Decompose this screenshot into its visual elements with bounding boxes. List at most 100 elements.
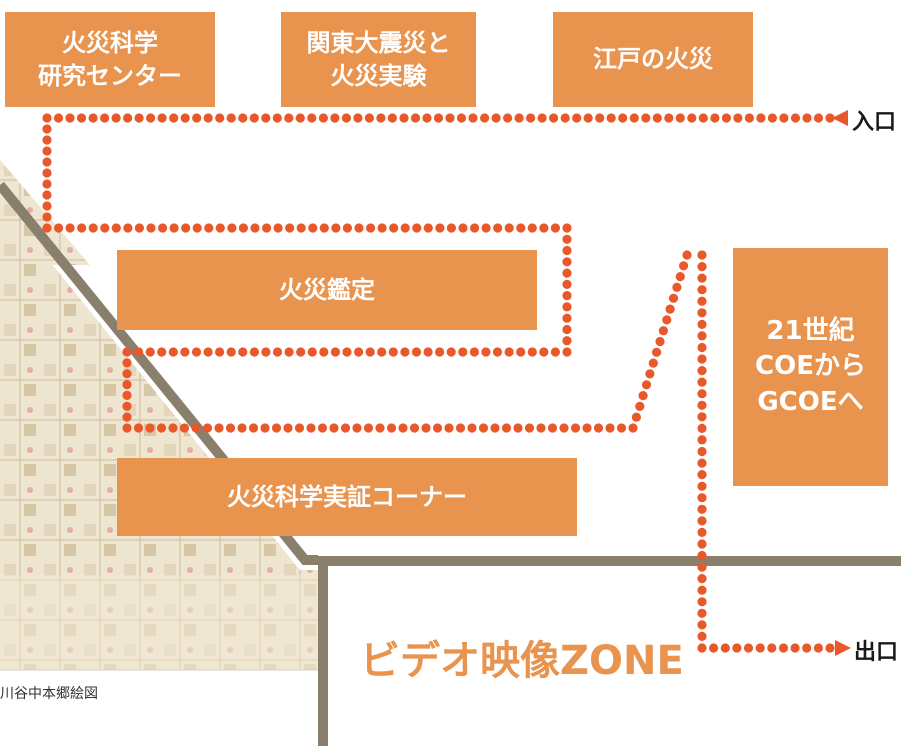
route-dot	[562, 291, 572, 301]
route-dot	[307, 113, 317, 123]
route-dot	[641, 380, 652, 390]
route-dot	[514, 113, 524, 123]
route-dot	[813, 113, 824, 123]
route-dot	[562, 223, 572, 233]
route-dot	[697, 354, 707, 364]
route-dot	[386, 423, 397, 433]
route-dot	[445, 113, 455, 123]
route-dot	[284, 347, 294, 357]
route-dot	[421, 423, 431, 433]
route-dot	[363, 423, 374, 433]
route-dot	[410, 113, 421, 123]
route-dot	[480, 113, 490, 123]
route-dot	[583, 113, 593, 123]
route-dot	[387, 113, 397, 123]
route-dot	[550, 347, 561, 357]
route-dot	[238, 223, 248, 233]
zone-fire-science-demonstration: 火災科学実証コーナー	[117, 458, 577, 536]
route-dot	[743, 643, 754, 653]
entrance-label: 入口	[852, 110, 897, 135]
route-dot	[134, 223, 144, 233]
route-dot	[631, 412, 642, 422]
route-dot	[697, 470, 707, 480]
route-dot	[595, 113, 605, 123]
route-dot	[562, 313, 572, 323]
route-dot	[123, 113, 133, 123]
route-dot	[400, 223, 410, 233]
route-dot	[342, 347, 352, 357]
route-dot	[562, 245, 572, 256]
route-dot	[179, 423, 190, 433]
route-dot	[813, 643, 824, 653]
route-dot	[400, 347, 410, 357]
video-zone-title: ビデオ映像ZONE	[360, 638, 684, 684]
route-dot	[134, 113, 144, 123]
route-dot	[491, 113, 501, 123]
route-dot	[340, 423, 351, 433]
route-dot	[493, 223, 503, 233]
route-dot	[271, 423, 282, 433]
route-dot	[709, 643, 719, 653]
route-dot	[467, 423, 477, 433]
route-dot	[88, 223, 98, 233]
route-dot	[628, 423, 638, 433]
route-dot	[697, 262, 707, 272]
route-dot	[668, 293, 679, 303]
route-dot	[409, 423, 420, 433]
route-dot	[455, 423, 466, 433]
route-dot	[388, 347, 398, 357]
route-dot	[645, 369, 655, 379]
route-dot	[215, 113, 225, 123]
route-dot	[638, 391, 648, 401]
route-dot	[767, 113, 778, 123]
route-dot	[790, 113, 801, 123]
route-dot	[319, 223, 329, 233]
route-dot	[516, 347, 526, 357]
route-dot	[202, 423, 213, 433]
route-dot	[42, 179, 52, 189]
route-dot	[181, 223, 191, 233]
route-dot	[470, 223, 480, 233]
route-dot	[616, 423, 627, 433]
route-dot	[572, 113, 582, 123]
route-dot	[354, 223, 364, 233]
route-dot	[42, 157, 52, 167]
route-dot	[662, 315, 672, 325]
route-dot	[377, 223, 387, 233]
route-dot	[296, 223, 306, 233]
route-dot	[658, 326, 669, 336]
route-dot	[562, 268, 572, 278]
map-border	[0, 181, 318, 565]
route-dot	[504, 347, 514, 357]
route-dot	[296, 347, 306, 357]
route-dot	[412, 223, 422, 233]
route-dot	[122, 423, 132, 433]
route-dot	[169, 223, 179, 233]
route-dot	[366, 223, 376, 233]
route-dot	[122, 347, 132, 357]
route-dot	[353, 113, 363, 123]
route-dot	[682, 250, 692, 260]
route-dot	[180, 113, 190, 123]
route-dot	[697, 493, 707, 503]
route-dot	[539, 223, 549, 233]
route-dot	[262, 223, 272, 233]
route-dot	[122, 358, 132, 368]
route-dot	[697, 285, 707, 295]
route-dot	[111, 113, 121, 123]
route-dot	[652, 347, 662, 357]
route-dot	[697, 331, 707, 341]
route-dot	[169, 113, 179, 123]
zone-fire-science-research-center: 火災科学 研究センター	[5, 12, 215, 107]
route-dot	[593, 423, 604, 433]
route-dot	[422, 113, 432, 123]
route-dot	[755, 643, 765, 653]
route-dot	[295, 113, 305, 123]
route-dot	[697, 516, 707, 526]
route-dot	[145, 347, 155, 357]
route-dot	[42, 223, 52, 233]
map-caption: 川谷中本郷絵図	[0, 686, 98, 702]
route-dot	[629, 113, 639, 123]
route-dot	[825, 113, 835, 123]
